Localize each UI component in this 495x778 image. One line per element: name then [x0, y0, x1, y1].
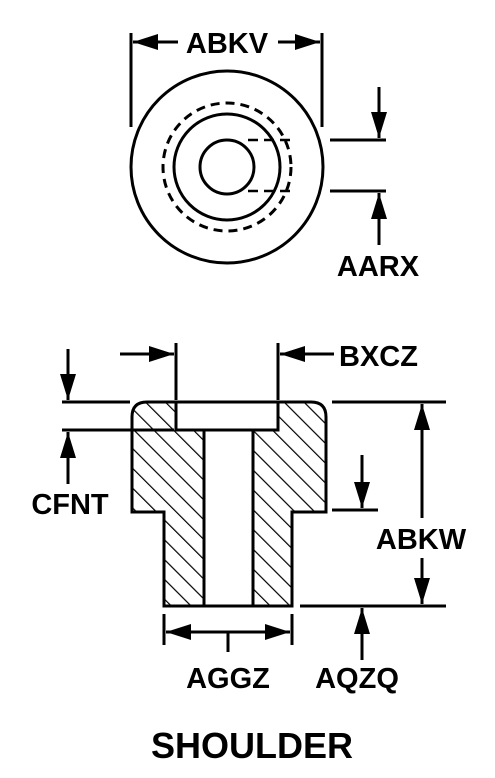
dim-cfnt	[60, 349, 174, 484]
arrowhead	[371, 193, 387, 219]
dim-aggz	[162, 614, 294, 652]
section-left-wall	[130, 400, 206, 608]
label-abkw: ABKW	[376, 524, 467, 556]
drawing-title: SHOULDER	[151, 725, 353, 766]
arrowhead	[354, 482, 370, 508]
label-abkv: ABKV	[186, 28, 269, 60]
label-cfnt: CFNT	[31, 489, 109, 521]
top-view	[129, 69, 325, 265]
arrowhead	[414, 578, 430, 604]
section-view	[130, 400, 328, 608]
label-aarx: AARX	[337, 251, 420, 283]
arrowhead	[60, 432, 76, 458]
shoulder-circle	[172, 112, 282, 222]
dim-aarx	[330, 87, 387, 245]
dashed-hidden-circle	[161, 101, 293, 233]
label-aggz: AGGZ	[186, 663, 270, 695]
arrowhead	[60, 374, 76, 400]
arrowhead	[149, 346, 174, 362]
dim-bxcz	[120, 343, 334, 400]
label-aqzq: AQZQ	[315, 663, 399, 695]
arrowhead	[166, 624, 191, 640]
arrowhead	[371, 112, 387, 138]
arrowhead	[295, 34, 320, 50]
arrowhead	[414, 404, 430, 430]
section-right-wall	[251, 400, 328, 608]
dim-aqzq	[300, 455, 446, 660]
arrowhead	[265, 624, 290, 640]
arrowhead	[133, 34, 158, 50]
label-bxcz: BXCZ	[339, 341, 418, 373]
arrowhead	[354, 608, 370, 634]
outer-circle	[129, 69, 325, 265]
dim-abkv	[129, 33, 324, 127]
arrowhead	[280, 346, 305, 362]
dim-abkw	[332, 400, 446, 604]
bore-circle	[198, 138, 256, 196]
